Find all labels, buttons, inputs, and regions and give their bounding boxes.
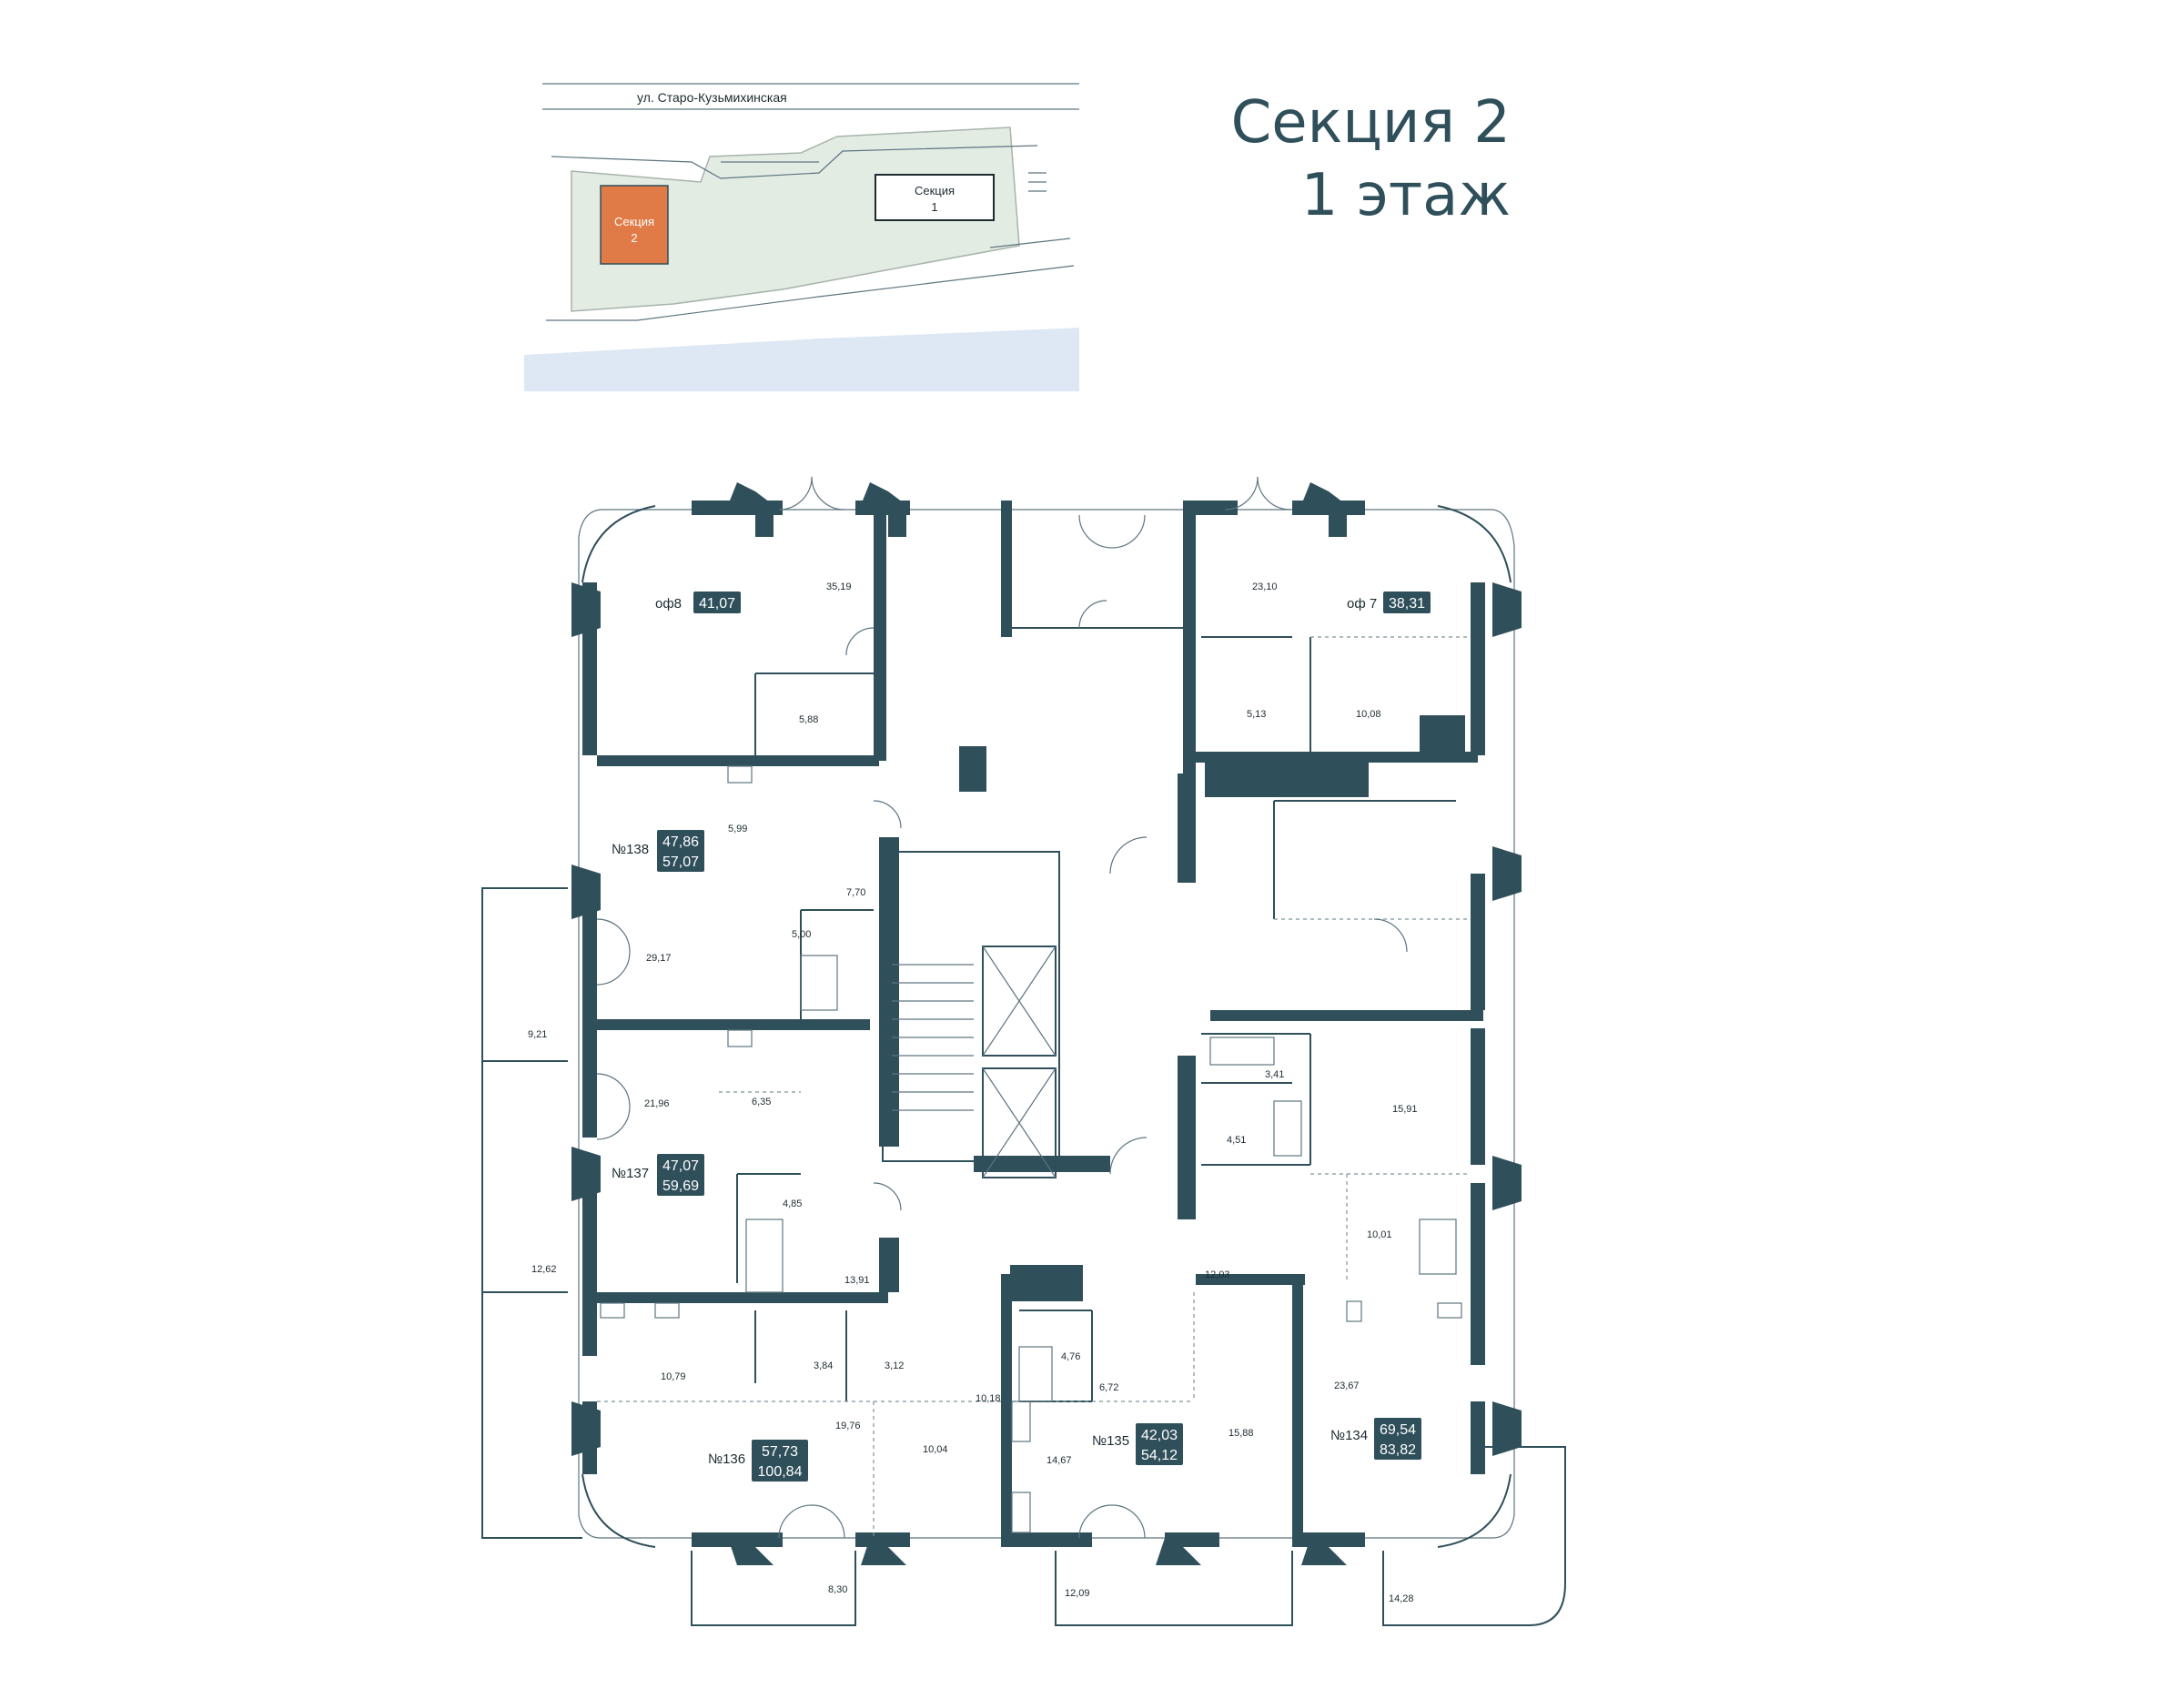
room-area: 15,91	[1392, 1104, 1418, 1115]
section-2-label: Секция	[614, 215, 654, 228]
site-plan: ул. Старо-Кузьмихинская Секция 2 Секция …	[524, 83, 1079, 391]
room-area: 8,30	[828, 1584, 847, 1595]
unit-area: 47,86	[662, 834, 699, 850]
floor-title: 1 этаж	[1300, 162, 1511, 229]
room-area: 14,28	[1389, 1593, 1414, 1604]
unit-label: оф8	[655, 596, 682, 612]
room-area: 4,51	[1227, 1135, 1246, 1146]
room-area: 35,19	[826, 582, 852, 592]
room-area: 10,08	[1356, 709, 1381, 720]
unit-tag-137[interactable]: №137 47,07 59,69	[612, 1154, 704, 1196]
unit-area-total: 57,07	[662, 855, 699, 870]
section-1-marker	[875, 174, 995, 221]
unit-tag-of7[interactable]: оф 7 38,31	[1347, 592, 1431, 613]
section-2-marker	[600, 185, 669, 265]
floor-plan: 35,19 5,88 23,10 5,13 10,08 5,99 7,70 5,…	[481, 476, 1566, 1626]
unit-area-total: 54,12	[1141, 1448, 1178, 1463]
room-area: 14,67	[1046, 1455, 1072, 1466]
unit-label: оф 7	[1347, 596, 1377, 612]
room-area: 3,41	[1265, 1069, 1284, 1080]
room-area: 5,00	[792, 929, 811, 940]
unit-label: №136	[708, 1451, 745, 1467]
room-area: 5,13	[1247, 709, 1266, 720]
stair-core	[882, 851, 1060, 1178]
unit-area: 41,07	[699, 596, 735, 612]
unit-label: №134	[1330, 1428, 1368, 1443]
section-title: Секция 2	[1230, 89, 1511, 157]
room-area: 9,21	[528, 1029, 547, 1040]
room-area: 6,72	[1099, 1382, 1118, 1393]
unit-area-total: 100,84	[758, 1464, 803, 1480]
room-area: 29,17	[646, 953, 672, 964]
room-areas: 35,19 5,88 23,10 5,13 10,08 5,99 7,70 5,…	[528, 582, 1418, 1604]
unit-label: №135	[1092, 1433, 1129, 1449]
room-area: 7,70	[846, 887, 865, 898]
section-1-number: 1	[931, 200, 937, 214]
unit-area-total: 83,82	[1380, 1442, 1416, 1458]
unit-area: 69,54	[1380, 1422, 1416, 1438]
room-area: 19,76	[835, 1421, 861, 1431]
room-area: 5,99	[728, 824, 747, 834]
room-area: 4,85	[783, 1198, 802, 1209]
unit-tag-of8[interactable]: оф8 41,07	[655, 592, 741, 613]
room-area: 12,62	[531, 1264, 557, 1275]
unit-area: 38,31	[1389, 596, 1425, 612]
unit-label: №137	[612, 1166, 649, 1181]
unit-area: 57,73	[762, 1444, 798, 1460]
unit-label: №138	[612, 842, 649, 857]
room-area: 21,96	[644, 1098, 670, 1109]
unit-area: 42,03	[1141, 1428, 1178, 1443]
unit-area: 47,07	[662, 1158, 699, 1174]
room-area: 3,84	[814, 1360, 833, 1371]
unit-area-total: 59,69	[662, 1178, 699, 1194]
room-area: 6,35	[752, 1097, 771, 1107]
room-area: 15,88	[1228, 1428, 1254, 1439]
balconies	[481, 887, 1566, 1626]
unit-tag-135[interactable]: №135 42,03 54,12	[1092, 1423, 1183, 1465]
room-area: 13,91	[844, 1275, 870, 1286]
room-area: 23,67	[1334, 1380, 1360, 1391]
site-area	[571, 126, 1020, 312]
room-area: 4,76	[1061, 1351, 1080, 1362]
section-1-label: Секция	[915, 184, 955, 197]
room-area: 12,09	[1065, 1588, 1090, 1599]
room-area: 10,04	[923, 1444, 948, 1455]
room-area: 23,10	[1252, 582, 1278, 592]
room-area: 10,79	[661, 1371, 686, 1382]
room-area: 10,01	[1367, 1229, 1392, 1240]
room-area: 10,18	[976, 1393, 1001, 1404]
river-area	[524, 328, 1079, 391]
street-label: ул. Старо-Кузьмихинская	[637, 90, 787, 105]
unit-tag-136[interactable]: №136 57,73 100,84	[708, 1440, 808, 1482]
room-area: 5,88	[799, 714, 818, 725]
unit-tag-134[interactable]: №134 69,54 83,82	[1330, 1418, 1421, 1460]
room-area: 12,03	[1205, 1269, 1230, 1280]
section-2-number: 2	[631, 231, 637, 245]
room-area: 3,12	[885, 1360, 904, 1371]
unit-tag-138[interactable]: №138 47,86 57,07	[612, 830, 704, 872]
